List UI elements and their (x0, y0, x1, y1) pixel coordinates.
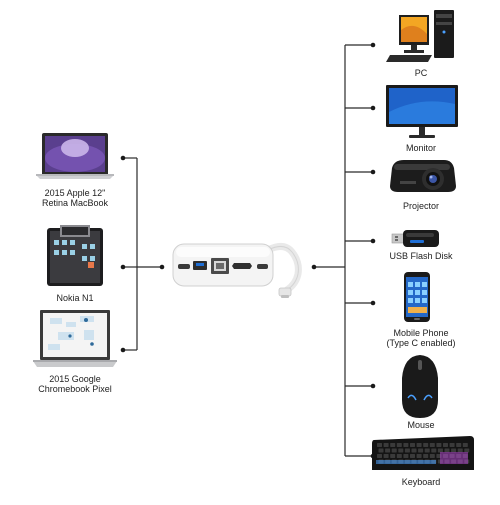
dot-phone (370, 300, 376, 306)
keyboard-key (464, 448, 470, 453)
keyboard-key (443, 443, 448, 447)
tablet-icon (47, 225, 103, 286)
keyboard-key (377, 454, 382, 458)
keyboard-key (383, 443, 389, 447)
keyboard-key (423, 454, 429, 458)
keyboard-key (436, 443, 442, 447)
dot-usb (370, 238, 376, 244)
keyboard-key (449, 443, 455, 447)
keyboard-key (383, 454, 389, 458)
connector-lines (124, 44, 372, 457)
keyboard-key (418, 448, 424, 453)
keyboard-key (385, 448, 391, 453)
keyboard-key (396, 454, 402, 458)
label-pc: PC (414, 68, 428, 78)
dot-pc (370, 42, 376, 48)
keyboard-key (457, 448, 463, 453)
dot-tablet (120, 264, 126, 270)
label-monitor: Monitor (405, 143, 436, 153)
keyboard-key (456, 443, 462, 447)
monitor-icon (386, 85, 458, 138)
label-mobile-phone: Mobile Phone (Type C enabled) (386, 328, 456, 348)
keyboard-key (451, 448, 457, 453)
keyboard-key (416, 443, 422, 447)
label-usb-flash-disk: USB Flash Disk (389, 251, 453, 261)
desktop-pc-icon (386, 10, 454, 62)
usb-c-hub-icon (172, 243, 302, 298)
keyboard-key (429, 454, 435, 458)
mouse-icon (402, 355, 438, 418)
keyboard-key (462, 443, 468, 447)
dot-chromebook (120, 347, 126, 353)
keyboard-key (390, 454, 396, 458)
keyboard-key (424, 448, 430, 453)
keyboard-key (398, 448, 404, 453)
dot-hub-left (159, 264, 165, 270)
keyboard-key (423, 443, 429, 447)
keyboard-key (390, 443, 396, 447)
keyboard-key (410, 454, 415, 458)
keyboard-key (444, 448, 450, 453)
keyboard-key (416, 454, 422, 458)
keyboard-key (411, 448, 417, 453)
projector-icon (390, 160, 456, 192)
label-projector: Projector (402, 201, 439, 211)
keyboard-key (431, 448, 437, 453)
chromebook-icon (33, 310, 117, 367)
keyboard-key (403, 443, 409, 447)
keyboard-key (410, 443, 415, 447)
macbook-icon (36, 133, 114, 179)
keyboard-key (429, 443, 435, 447)
dot-mouse (370, 383, 376, 389)
keyboard-key (377, 443, 382, 447)
dot-macbook (120, 155, 126, 161)
label-macbook: 2015 Apple 12" Retina MacBook (41, 188, 109, 208)
label-keyboard: Keyboard (401, 477, 441, 487)
keyboard-key (437, 448, 443, 453)
connector-dots (120, 42, 376, 459)
dot-hub-right (311, 264, 317, 270)
keyboard-key (404, 448, 410, 453)
usb-flash-disk-icon (391, 230, 439, 247)
keyboard-icon (372, 436, 474, 470)
dot-monitor (370, 105, 376, 111)
dot-projector (370, 169, 376, 175)
mobile-phone-icon (404, 272, 430, 322)
keyboard-key (391, 448, 397, 453)
keyboard-key (396, 443, 402, 447)
label-mouse: Mouse (407, 420, 435, 430)
label-tablet: Nokia N1 (56, 293, 94, 303)
label-chromebook: 2015 Google Chromebook Pixel (38, 374, 112, 394)
keyboard-key (403, 454, 409, 458)
keyboard-key (378, 448, 384, 453)
